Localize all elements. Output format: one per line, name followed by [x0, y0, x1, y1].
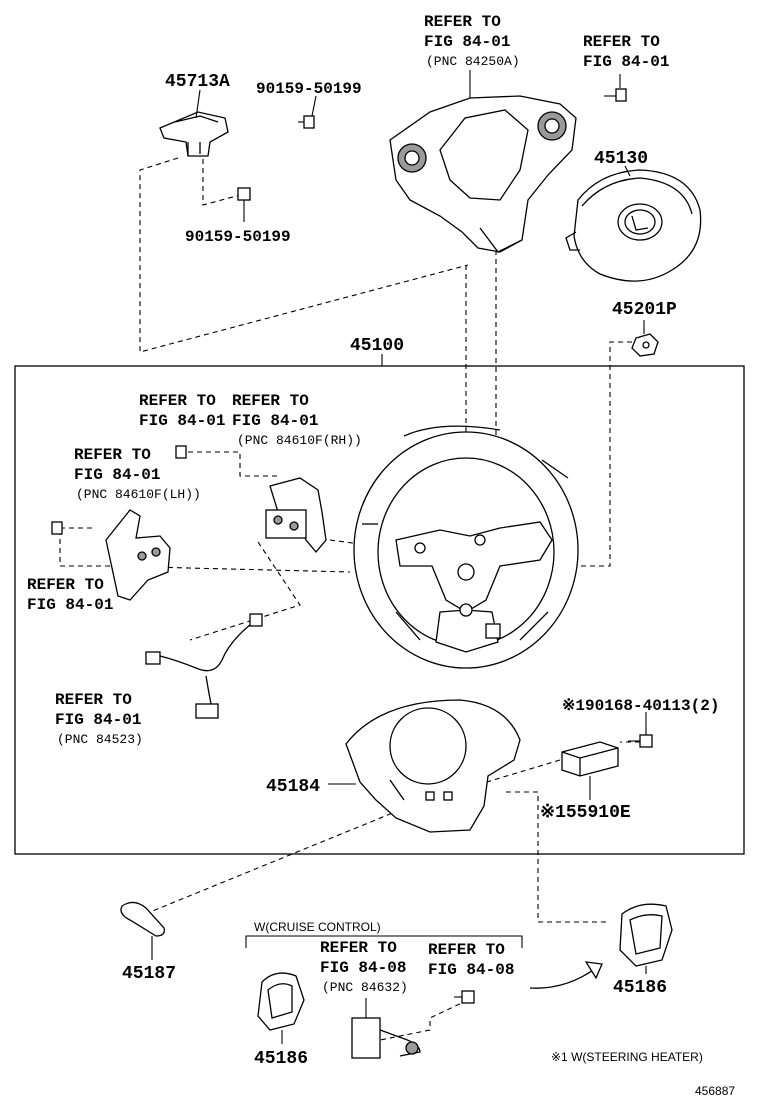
refer-top1-line2: FIG 84-01 — [424, 33, 510, 51]
refer-a-line1: REFER TO — [139, 392, 216, 410]
label-45187: 45187 — [122, 964, 176, 984]
arrow-icon — [529, 961, 603, 989]
refer-c-line1: REFER TO — [74, 446, 151, 464]
refer-g-line2: FIG 84-08 — [428, 961, 514, 979]
refer-b-line2: FIG 84-01 — [232, 412, 318, 430]
part-spoke-switch-assembly — [389, 95, 577, 253]
part-paddle-switch-rh — [265, 477, 327, 554]
footnote: ※1 W(STEERING HEATER) — [551, 1050, 703, 1064]
part-45201p-nut — [631, 333, 659, 357]
part-paddle-switch-lh — [105, 509, 171, 601]
screw-refer-a — [175, 445, 187, 459]
screw-top-right — [604, 88, 627, 102]
refer-f-line2: FIG 84-08 — [320, 959, 406, 977]
cruise-control-bracket — [245, 935, 523, 948]
refer-e-line3: (PNC 84523) — [57, 732, 143, 747]
refer-e-line1: REFER TO — [55, 691, 132, 709]
refer-top2-line2: FIG 84-01 — [583, 53, 669, 71]
screw-refer-d — [51, 521, 63, 535]
bolt-90159-mid — [237, 187, 251, 222]
label-45201p: 45201P — [612, 300, 677, 320]
refer-c-line2: FIG 84-01 — [74, 466, 160, 484]
refer-top2-line1: REFER TO — [583, 33, 660, 51]
refer-c-line3: (PNC 84610F(LH)) — [76, 487, 201, 502]
part-45187-trim — [120, 901, 165, 937]
part-45186-bezel-right — [619, 903, 673, 967]
part-cruise-switch — [351, 1017, 421, 1059]
part-45186-bezel-bottom — [257, 972, 305, 1031]
label-45186-right: 45186 — [613, 978, 667, 998]
label-55910e: ※155910E — [540, 803, 631, 823]
label-cruise-control: W(CRUISE CONTROL) — [254, 920, 381, 934]
label-90159-mid: 90159-50199 — [185, 228, 291, 246]
refer-d-line1: REFER TO — [27, 576, 104, 594]
bolt-90159-top — [298, 115, 315, 129]
label-90168: ※190168-40113(2) — [562, 697, 719, 715]
assembly-45100-box — [14, 365, 745, 855]
part-55910e-heater-ecu — [561, 741, 619, 777]
part-45100-steering-wheel — [353, 425, 579, 669]
screw-90168 — [628, 734, 653, 748]
figure-number: 456887 — [695, 1084, 735, 1098]
label-90159-top: 90159-50199 — [256, 80, 362, 98]
part-wire-harness — [145, 613, 263, 719]
label-45186-bottom: 45186 — [254, 1049, 308, 1069]
refer-a-line2: FIG 84-01 — [139, 412, 225, 430]
refer-top1-line1: REFER TO — [424, 13, 501, 31]
label-45184: 45184 — [266, 777, 320, 797]
part-45130-airbag — [565, 169, 702, 282]
label-45713a: 45713A — [165, 72, 230, 92]
refer-f-line1: REFER TO — [320, 939, 397, 957]
refer-e-line2: FIG 84-01 — [55, 711, 141, 729]
part-45184-lower-cover — [345, 699, 521, 833]
label-45130: 45130 — [594, 149, 648, 169]
refer-b-line3: (PNC 84610F(RH)) — [237, 433, 362, 448]
refer-d-line2: FIG 84-01 — [27, 596, 113, 614]
refer-top1-line3: (PNC 84250A) — [426, 54, 520, 69]
screw-cruise — [454, 990, 475, 1004]
refer-g-line1: REFER TO — [428, 941, 505, 959]
label-45100: 45100 — [350, 336, 404, 356]
refer-f-line3: (PNC 84632) — [322, 980, 408, 995]
refer-b-line1: REFER TO — [232, 392, 309, 410]
part-45713a-cover — [159, 111, 229, 157]
